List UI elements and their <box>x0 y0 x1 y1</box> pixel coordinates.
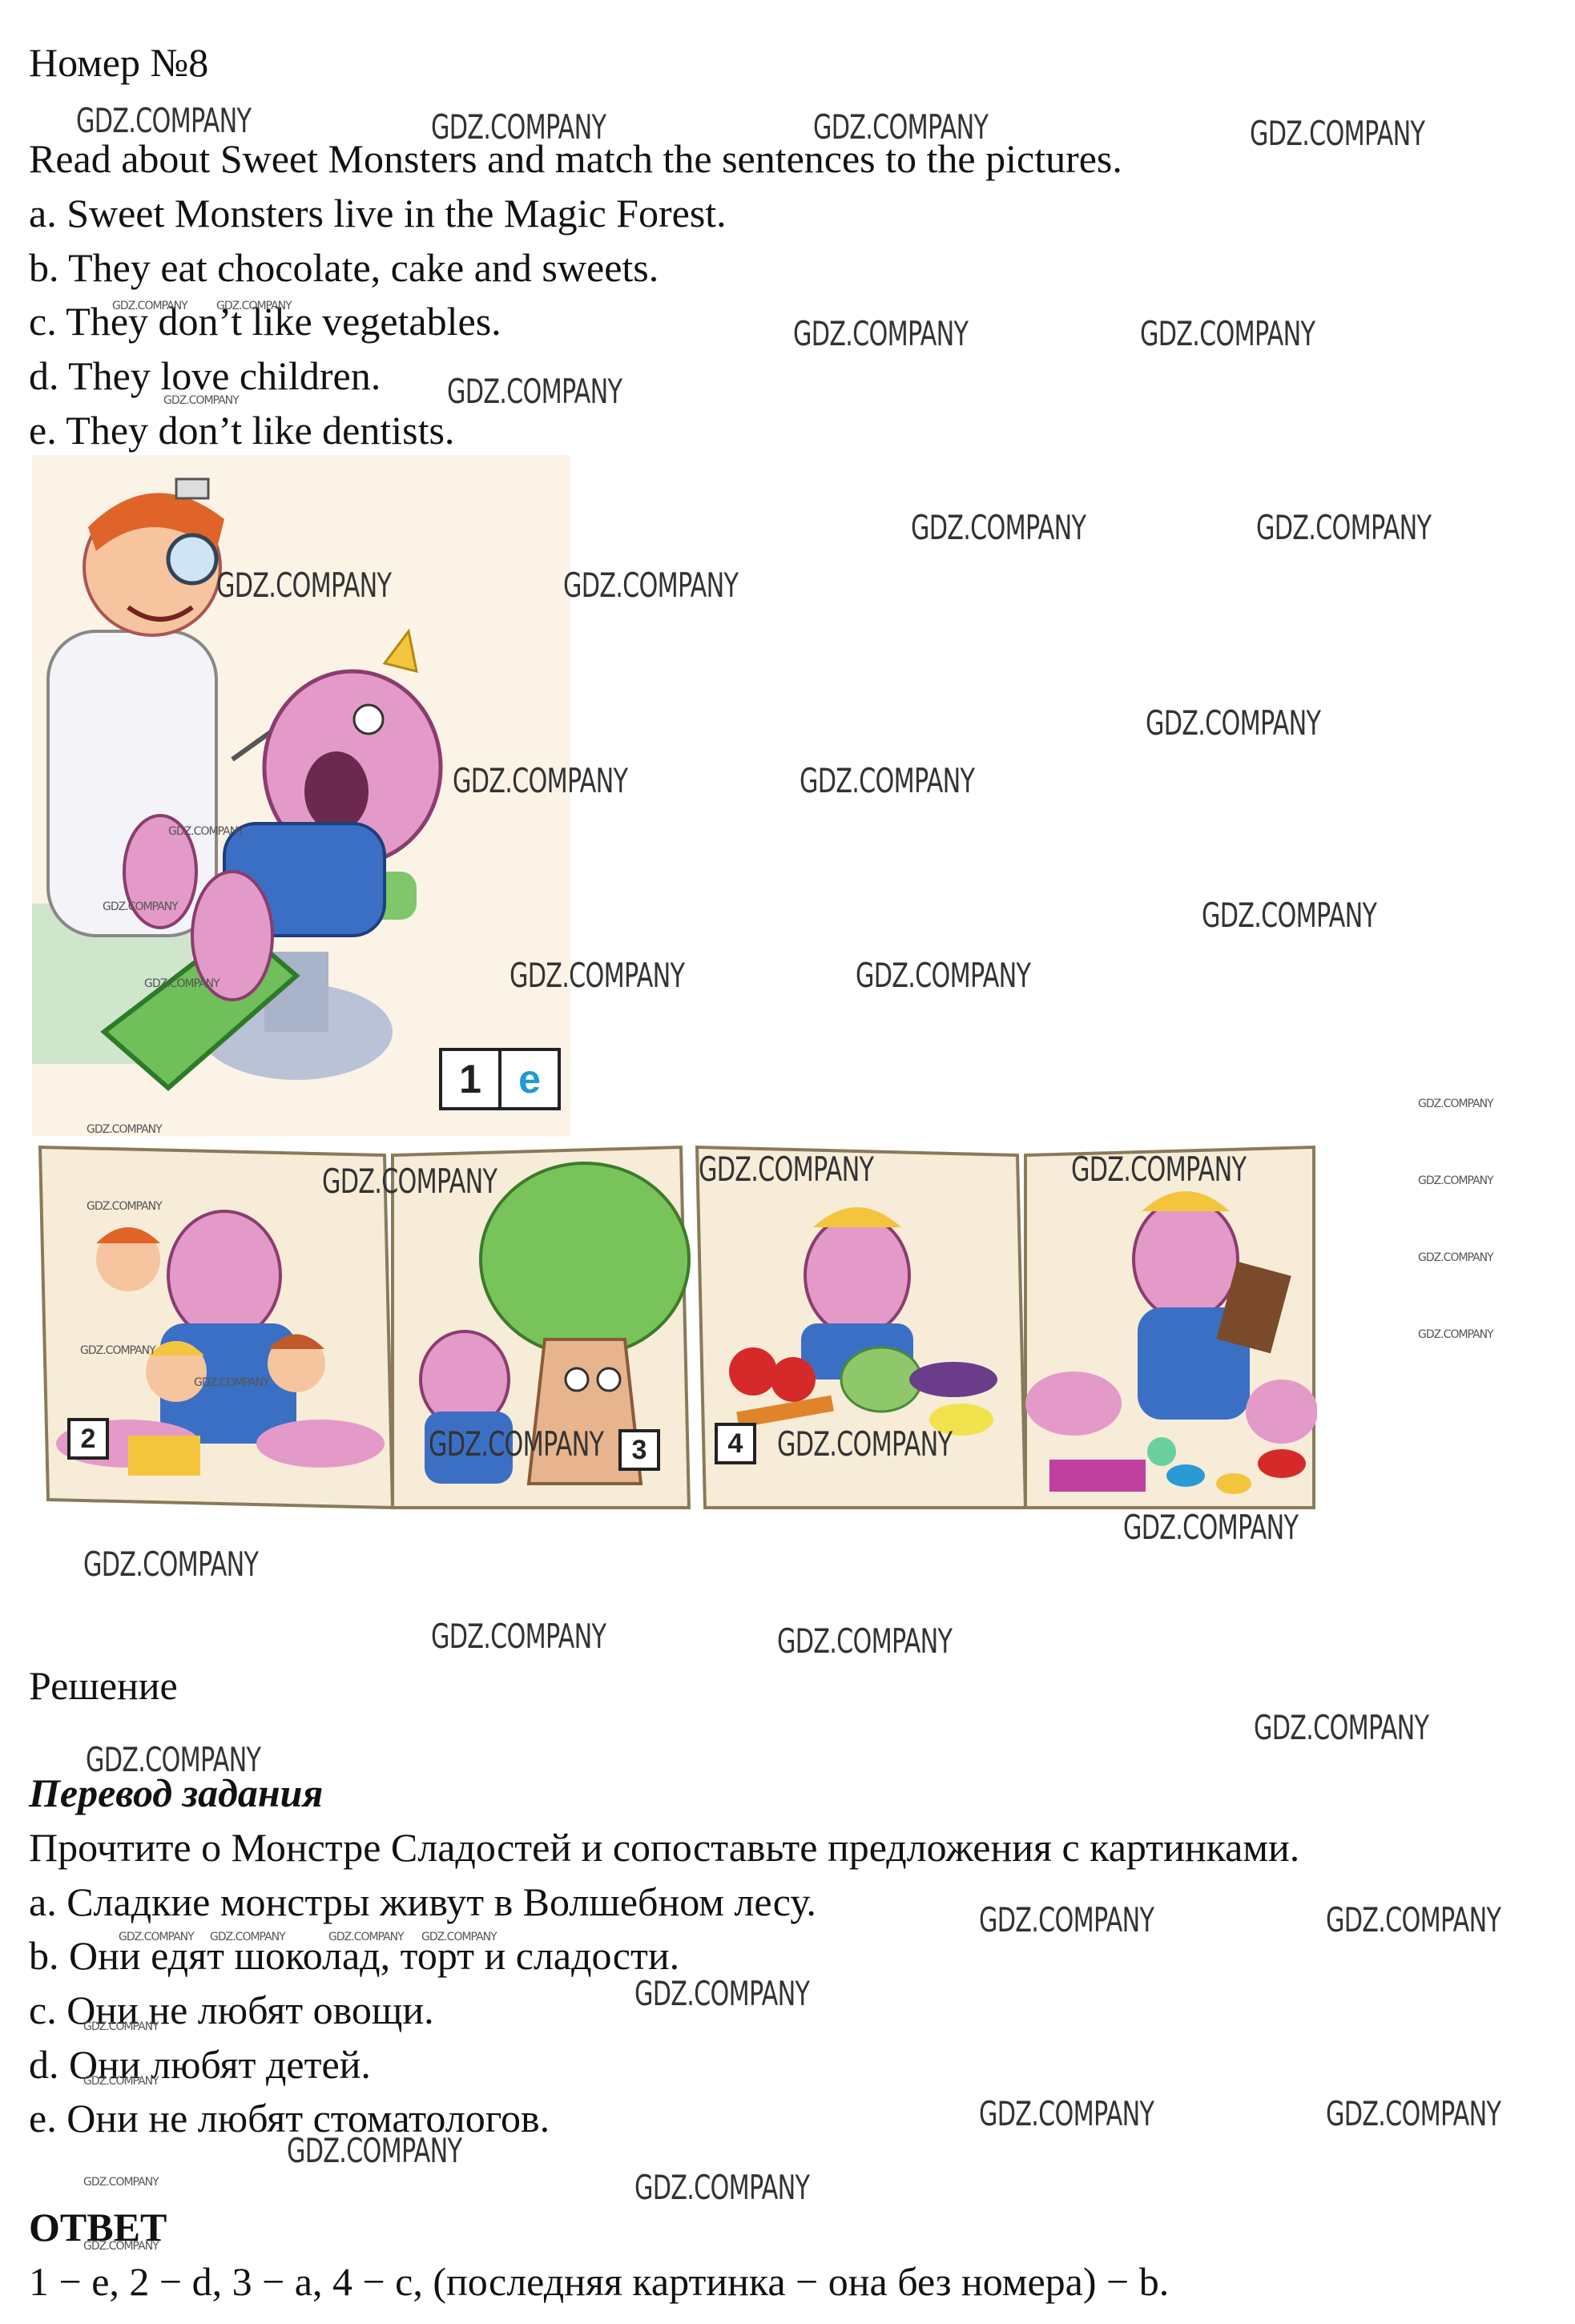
watermark-small: GDZ.COMPANY <box>421 1931 497 1943</box>
watermark-small: GDZ.COMPANY <box>194 1376 270 1389</box>
watermark: GDZ.COMPANY <box>1140 314 1315 353</box>
watermark: GDZ.COMPANY <box>634 2168 810 2207</box>
watermark-small: GDZ.COMPANY <box>103 900 179 913</box>
answer-text: 1 − e, 2 − d, 3 − a, 4 − c, (последняя к… <box>29 2259 1170 2304</box>
watermark: GDZ.COMPANY <box>431 1617 606 1656</box>
task-sentence-d: d. They love children. <box>29 353 381 398</box>
watermark: GDZ.COMPANY <box>83 1545 259 1584</box>
watermark: GDZ.COMPANY <box>287 2131 462 2170</box>
watermark-small: GDZ.COMPANY <box>1418 1328 1494 1341</box>
solution-heading: Решение <box>29 1663 178 1708</box>
watermark: GDZ.COMPANY <box>1254 1708 1429 1747</box>
watermark: GDZ.COMPANY <box>447 372 622 411</box>
watermark: GDZ.COMPANY <box>777 1424 953 1464</box>
watermark-small: GDZ.COMPANY <box>83 2020 159 2033</box>
task-sentence-b: b. They eat chocolate, cake and sweets. <box>29 245 659 290</box>
watermark: GDZ.COMPANY <box>1326 1900 1501 1939</box>
watermark-small: GDZ.COMPANY <box>1418 1251 1494 1264</box>
dentist-illustration <box>32 455 570 1136</box>
watermark: GDZ.COMPANY <box>563 566 739 605</box>
watermark: GDZ.COMPANY <box>1123 1508 1299 1547</box>
watermark-small: GDZ.COMPANY <box>83 2240 159 2253</box>
watermark: GDZ.COMPANY <box>979 2094 1154 2133</box>
watermark-small: GDZ.COMPANY <box>168 825 244 838</box>
watermark: GDZ.COMPANY <box>1256 508 1432 547</box>
watermark: GDZ.COMPANY <box>979 1900 1154 1939</box>
watermark-small: GDZ.COMPANY <box>83 2075 159 2088</box>
watermark-small: GDZ.COMPANY <box>144 977 220 990</box>
watermark: GDZ.COMPANY <box>800 761 975 800</box>
watermark: GDZ.COMPANY <box>322 1162 497 1201</box>
picture-strip-book: 2 3 4 <box>32 1139 1317 1516</box>
translation-sentence-e: e. Они не любят стоматологов. <box>29 2096 550 2141</box>
task-sentence-c: c. They don’t like vegetables. <box>29 299 502 344</box>
watermark: GDZ.COMPANY <box>453 761 628 800</box>
task-sentence-e: e. They don’t like dentists. <box>29 408 455 453</box>
watermark: GDZ.COMPANY <box>1202 896 1377 935</box>
picture-1-dentist: 1 e <box>32 455 570 1136</box>
watermark-small: GDZ.COMPANY <box>80 1344 156 1357</box>
translation-sentence-c: c. Они не любят овощи. <box>29 1988 434 2032</box>
watermark: GDZ.COMPANY <box>1250 114 1425 153</box>
watermark: GDZ.COMPANY <box>431 107 606 147</box>
watermark: GDZ.COMPANY <box>1071 1150 1247 1189</box>
watermark: GDZ.COMPANY <box>911 508 1086 547</box>
task-sentence-a: a. Sweet Monsters live in the Magic Fore… <box>29 191 727 236</box>
translation-sentence-a: a. Сладкие монстры живут в Волшебном лес… <box>29 1879 816 1924</box>
watermark-small: GDZ.COMPANY <box>87 1200 163 1213</box>
watermark-small: GDZ.COMPANY <box>119 1931 195 1943</box>
watermark-small: GDZ.COMPANY <box>163 394 240 407</box>
answer-heading: ОТВЕТ <box>29 2205 167 2249</box>
watermark: GDZ.COMPANY <box>429 1424 604 1464</box>
watermark-small: GDZ.COMPANY <box>83 2176 159 2189</box>
watermark: GDZ.COMPANY <box>1326 2094 1501 2133</box>
watermark-small: GDZ.COMPANY <box>216 300 292 312</box>
watermark-small: GDZ.COMPANY <box>87 1123 163 1136</box>
page-title: Номер №8 <box>29 40 209 85</box>
watermark-small: GDZ.COMPANY <box>112 300 188 312</box>
translation-instruction: Прочтите о Монстре Сладостей и сопоставь… <box>29 1825 1300 1870</box>
translation-sentence-d: d. Они любят детей. <box>29 2042 371 2087</box>
watermark-small: GDZ.COMPANY <box>328 1931 405 1943</box>
watermark: GDZ.COMPANY <box>856 956 1031 995</box>
watermark-small: GDZ.COMPANY <box>1418 1174 1494 1187</box>
watermark: GDZ.COMPANY <box>86 1740 261 1779</box>
picture-4-number: 4 <box>715 1423 756 1464</box>
translation-sentence-b: b. Они едят шоколад, торт и сладости. <box>29 1933 680 1978</box>
watermark: GDZ.COMPANY <box>634 1974 810 2013</box>
translation-heading: Перевод задания <box>29 1770 324 1815</box>
watermark: GDZ.COMPANY <box>1146 703 1321 743</box>
watermark: GDZ.COMPANY <box>76 101 252 140</box>
watermark: GDZ.COMPANY <box>777 1621 953 1661</box>
picture-2-number: 2 <box>67 1418 109 1460</box>
picture-1-answer-letter: e <box>498 1048 561 1110</box>
book-illustration <box>32 1139 1317 1516</box>
watermark-small: GDZ.COMPANY <box>210 1931 286 1943</box>
task-instruction: Read about Sweet Monsters and match the … <box>29 136 1122 181</box>
picture-3-number: 3 <box>618 1429 660 1471</box>
watermark-small: GDZ.COMPANY <box>1418 1098 1494 1110</box>
watermark: GDZ.COMPANY <box>699 1150 874 1189</box>
watermark: GDZ.COMPANY <box>793 314 969 353</box>
picture-1-number: 1 <box>439 1048 502 1110</box>
watermark: GDZ.COMPANY <box>216 566 392 605</box>
watermark: GDZ.COMPANY <box>510 956 685 995</box>
watermark: GDZ.COMPANY <box>813 107 989 147</box>
